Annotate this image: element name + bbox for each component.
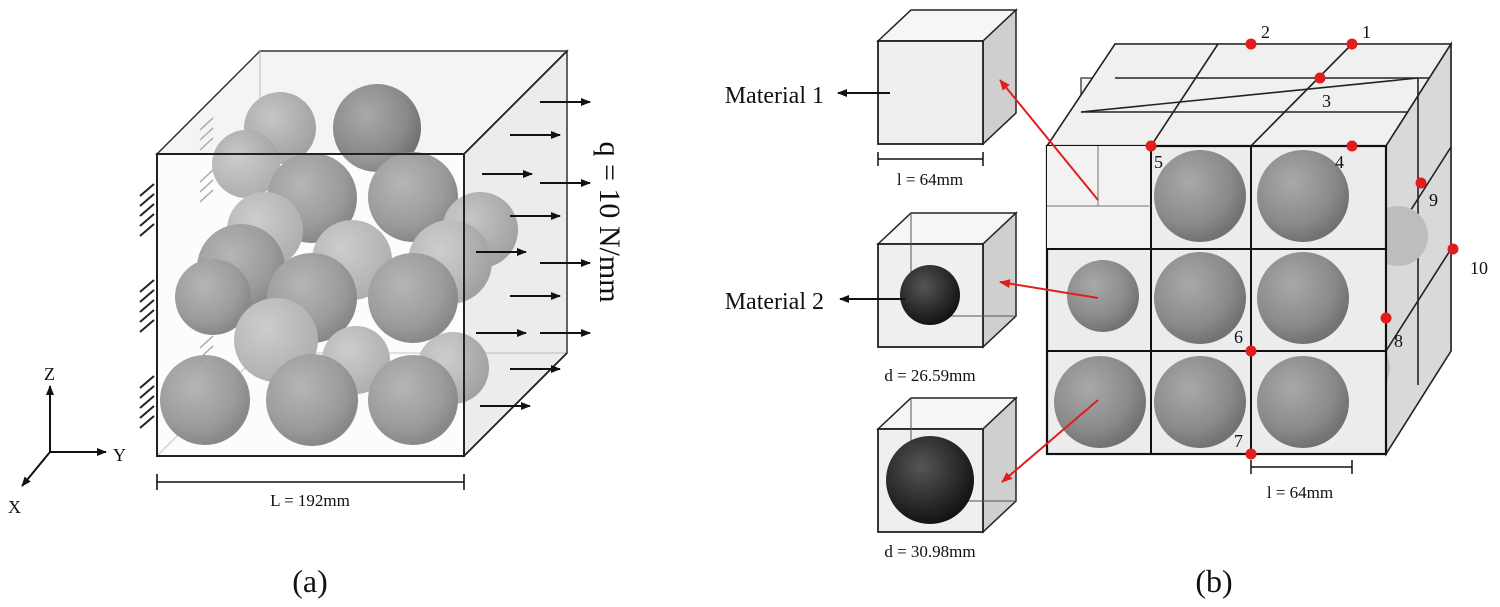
material-1-cube: [876, 8, 1018, 146]
diameter-large-label: d = 30.98mm: [884, 542, 975, 561]
diameter-small-label: d = 26.59mm: [884, 366, 975, 385]
assembly-right-face: [1338, 41, 1452, 457]
point-label-8: 8: [1394, 331, 1403, 351]
load-label: q = 10 N/mm: [593, 141, 626, 302]
load-arrows: [476, 98, 591, 410]
assembly-top-face: [1045, 43, 1453, 147]
caption-b: (b): [1195, 563, 1232, 599]
axis-z-label: Z: [44, 364, 55, 384]
point-label-1: 1: [1362, 22, 1371, 42]
point-9-marker: [1415, 177, 1427, 189]
length-dimension-a: [156, 474, 465, 490]
point-7-marker: [1245, 448, 1257, 460]
fixed-support-hatching: [139, 183, 155, 429]
point-5-marker: [1145, 140, 1157, 152]
red-pointer-arrows: [999, 79, 1099, 483]
cell-size-dimension: [877, 152, 984, 166]
large-sphere-cube: [876, 396, 1018, 534]
material-2-cube: [876, 211, 1018, 349]
assembly-spheres: [1054, 150, 1349, 448]
panel-b: Material 1 l = 64mm Material 2 d = 26.59…: [725, 8, 1488, 599]
point-label-5: 5: [1154, 152, 1163, 172]
material-1-label: Material 1: [725, 83, 824, 109]
point-label-7: 7: [1234, 431, 1243, 451]
axis-y-label: Y: [113, 445, 126, 465]
point-label-2: 2: [1261, 22, 1270, 42]
point-4-marker: [1346, 140, 1358, 152]
panel-a: q = 10 N/mm L = 192mm Z Y X (a): [8, 49, 626, 599]
caption-a: (a): [292, 563, 328, 599]
point-label-4: 4: [1335, 152, 1344, 172]
point-label-3: 3: [1322, 91, 1331, 111]
point-8-marker: [1380, 312, 1392, 324]
point-label-6: 6: [1234, 327, 1243, 347]
spheres-a: [160, 84, 518, 446]
point-6-marker: [1245, 345, 1257, 357]
fixed-support-hatching-back: [199, 117, 214, 369]
length-label: L = 192mm: [270, 491, 350, 510]
point-1-marker: [1346, 38, 1358, 50]
point-3-marker: [1314, 72, 1326, 84]
red-points: [1145, 38, 1459, 460]
point-label-10: 10: [1470, 258, 1488, 278]
material-2-label: Material 2: [725, 289, 824, 315]
grid-size-label: l = 64mm: [1267, 483, 1333, 502]
point-label-9: 9: [1429, 190, 1438, 210]
point-labels: 1 2 3 4 5 6 7 8 9 10: [1154, 22, 1488, 451]
cell-size-label: l = 64mm: [897, 170, 963, 189]
axis-triad: [21, 385, 107, 487]
axis-x-label: X: [8, 497, 21, 517]
grid-size-dimension: [1250, 460, 1353, 474]
point-10-marker: [1447, 243, 1459, 255]
point-2-marker: [1245, 38, 1257, 50]
cube-a-front-face: [156, 50, 568, 457]
